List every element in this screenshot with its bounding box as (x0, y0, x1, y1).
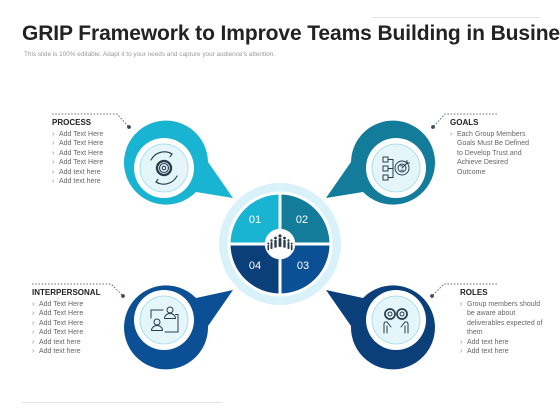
quadrant-label-03: 03 (297, 260, 309, 272)
interpersonal-heading: INTERPERSONAL (32, 288, 101, 297)
list-item: Add text here (460, 338, 546, 348)
list-item: Add text here (460, 347, 546, 357)
connector-roles (431, 283, 497, 297)
list-item: Add text here (32, 347, 122, 357)
quadrant-01 (227, 191, 282, 246)
process-panel: PROCESS Add Text Here Add Text Here Add … (52, 118, 132, 187)
quadrant-label-01: 01 (249, 214, 261, 226)
page-title: GRIP Framework to Improve Teams Building… (22, 22, 560, 45)
process-heading: PROCESS (52, 118, 92, 127)
quadrant-02 (278, 191, 333, 246)
list-item: Add Text Here (52, 158, 132, 168)
list-item: Add text here (52, 168, 132, 178)
connector-lines (32, 113, 497, 297)
roles-heading: ROLES (460, 288, 488, 297)
list-item: Add Text Here (32, 300, 122, 310)
gear-cycle-icon (150, 151, 178, 185)
connector-dot (430, 294, 434, 298)
interpersonal-list: Add Text Here Add Text Here Add Text Her… (32, 300, 122, 357)
list-item: Add Text Here (32, 319, 122, 329)
crowd-icon (267, 234, 293, 251)
list-item: Add Text Here (32, 309, 122, 319)
list-item: Each Group Members Goals Must Be Defined… (450, 130, 532, 177)
list-item: Add Text Here (32, 328, 122, 338)
target-checklist-icon (382, 156, 410, 181)
connector-interpersonal (32, 283, 124, 297)
process-list: Add Text Here Add Text Here Add Text Her… (52, 130, 132, 187)
goals-heading: GOALS (450, 118, 479, 127)
list-item: Add Text Here (52, 149, 132, 159)
page-subtitle: This slide is 100% editable. Adapt it to… (24, 51, 276, 58)
people-gears-icon (383, 308, 409, 334)
list-item: Add text here (52, 177, 132, 187)
goals-panel: GOALS Each Group Members Goals Must Be D… (450, 118, 532, 177)
quadrant-03 (278, 242, 333, 297)
bottom-divider (22, 402, 222, 403)
roles-list: Group members should be aware about deli… (460, 300, 546, 357)
connector-process (52, 113, 130, 128)
goals-list: Each Group Members Goals Must Be Defined… (450, 130, 532, 177)
connector-goals (432, 113, 497, 128)
top-divider (372, 17, 540, 18)
connector-dot (127, 125, 131, 129)
quadrant-04 (227, 242, 282, 297)
list-item: Add text here (32, 338, 122, 348)
interpersonal-panel: INTERPERSONAL Add Text Here Add Text Her… (32, 288, 122, 357)
quadrant-circle (227, 191, 333, 297)
people-connection-icon (150, 306, 179, 333)
list-item: Group members should be aware about deli… (460, 300, 546, 338)
connector-dot (121, 294, 125, 298)
quadrant-label-04: 04 (249, 260, 261, 272)
connector-dot (431, 125, 435, 129)
roles-panel: ROLES Group members should be aware abou… (460, 288, 546, 357)
list-item: Add Text Here (52, 139, 132, 149)
quadrant-label-02: 02 (296, 214, 308, 226)
list-item: Add Text Here (52, 130, 132, 140)
